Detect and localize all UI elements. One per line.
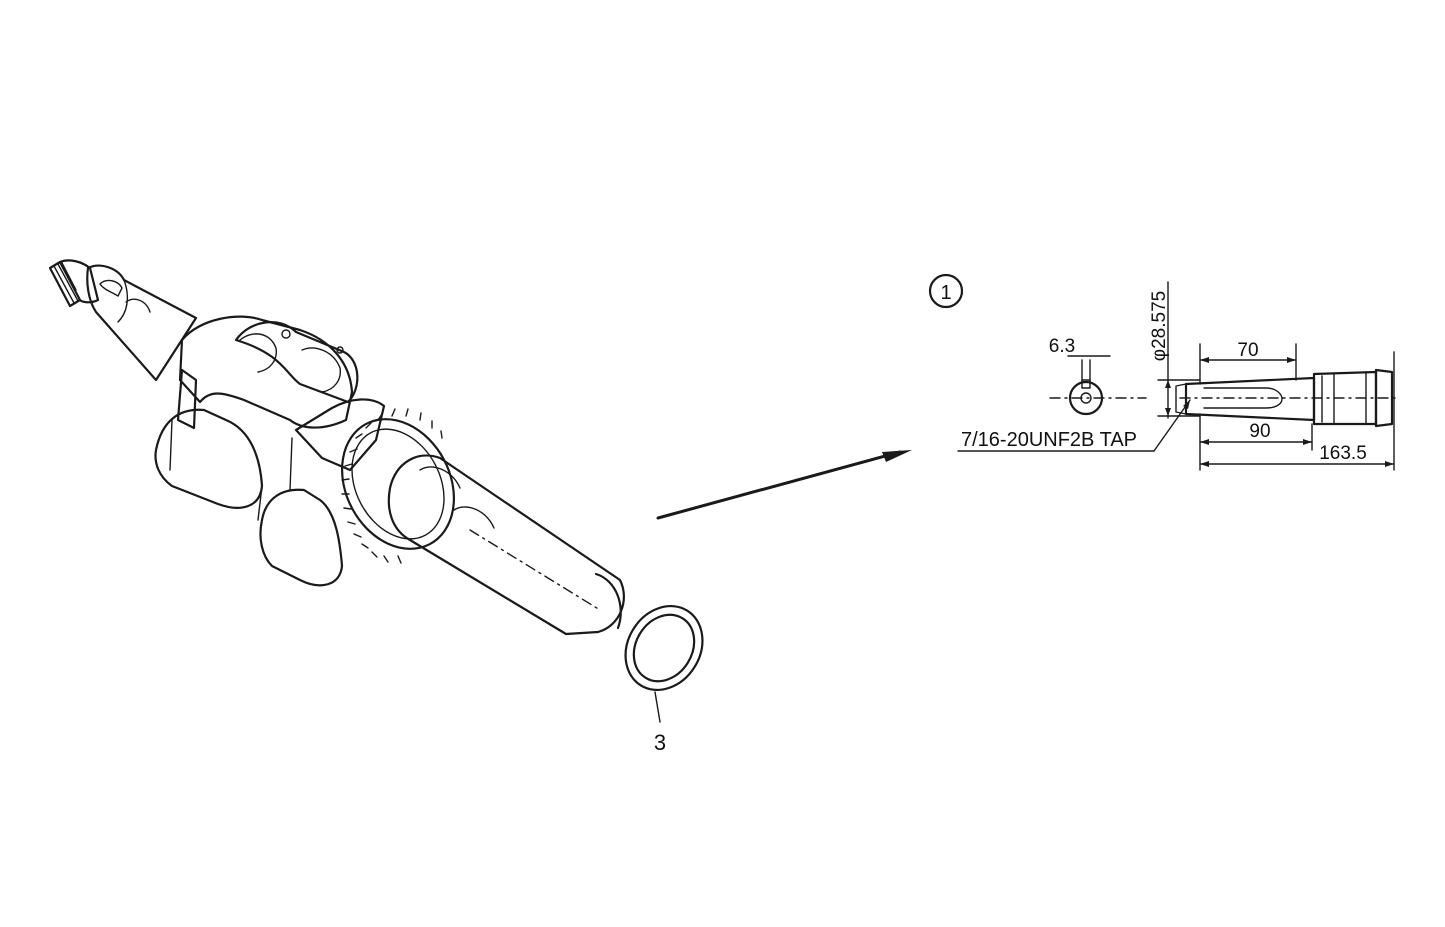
thrust-washer [624, 604, 704, 723]
detail-callout-circle [928, 273, 964, 309]
dim-163-lines [1199, 351, 1395, 471]
dimension-total-length: 163.5 [1319, 443, 1367, 464]
diameter-dimension: φ28.575 [1149, 291, 1170, 361]
rear-shaft [387, 454, 625, 636]
crankshaft [48, 259, 625, 636]
threaded-end [48, 259, 100, 308]
dimension-90: 90 [1249, 421, 1270, 442]
dimension-70: 70 [1237, 340, 1258, 361]
tap-note: 7/16-20UNF2B TAP [961, 429, 1137, 451]
tap-note-leader [957, 399, 1191, 452]
part-number-washer: 3 [654, 730, 666, 755]
detail-callout-number: 1 [940, 282, 951, 304]
crank-pin [234, 321, 359, 404]
front-shaft [86, 264, 198, 382]
crank-web-rear [259, 398, 386, 587]
keyway-dimension: 6.3 [1049, 336, 1075, 357]
timing-gear [340, 408, 456, 564]
crank-web-front [154, 315, 354, 521]
detail-view: 1 6.3 φ28.575 [928, 273, 1401, 471]
shaft-side-view [1175, 368, 1401, 428]
shaft-end-view [1049, 355, 1147, 416]
dim-70-lines [1199, 343, 1297, 385]
dim-90-lines [1199, 413, 1313, 471]
detail-pointer-arrow [656, 450, 912, 520]
